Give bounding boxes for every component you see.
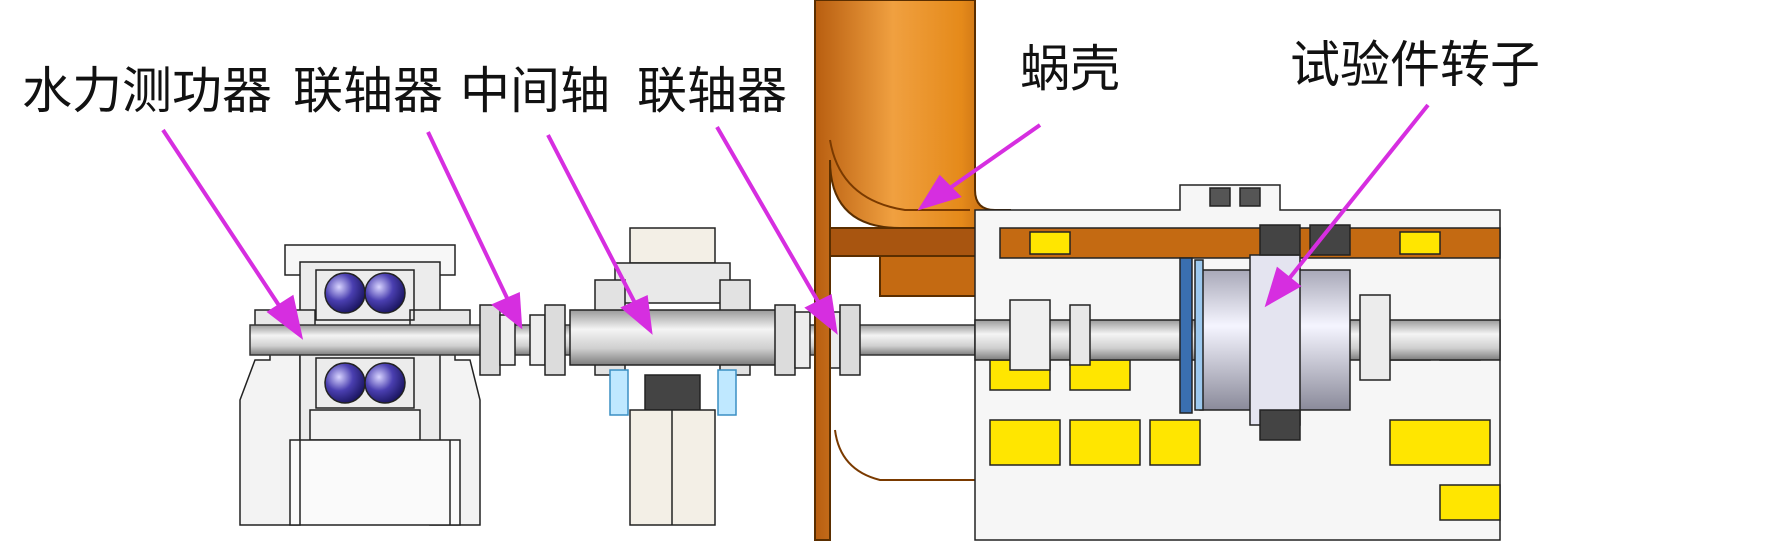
- callout-arrows: [161, 103, 1430, 340]
- test-rig-housing: [974, 184, 1501, 541]
- label-coupling-right: 联轴器: [637, 62, 787, 120]
- arrowhead-intermediate-shaft: [620, 295, 653, 335]
- arrow-coupling-left: [426, 131, 510, 301]
- arrowhead-coupling-left: [491, 292, 523, 330]
- label-dynamometer: 水力测功器: [22, 62, 272, 120]
- arrow-intermediate-shaft: [546, 134, 638, 306]
- arrow-dynamometer: [161, 128, 284, 312]
- coupling-left: [479, 304, 566, 376]
- arrowhead-dynamometer: [266, 294, 304, 340]
- arrowhead-volute: [917, 174, 962, 211]
- arrow-coupling-right: [715, 125, 822, 307]
- label-volute: 蜗壳: [1020, 40, 1120, 98]
- label-test-rotor: 试验件转子: [1290, 36, 1540, 94]
- intermediate-shaft: [569, 227, 781, 526]
- arrow-volute: [948, 123, 1042, 190]
- arrowhead-coupling-right: [804, 293, 838, 335]
- label-coupling-left: 联轴器: [293, 62, 443, 120]
- label-intermediate-shaft: 中间轴: [460, 62, 610, 120]
- arrowhead-test-rotor: [1264, 266, 1302, 308]
- arrow-test-rotor: [1286, 103, 1430, 282]
- dynamometer: [239, 244, 481, 526]
